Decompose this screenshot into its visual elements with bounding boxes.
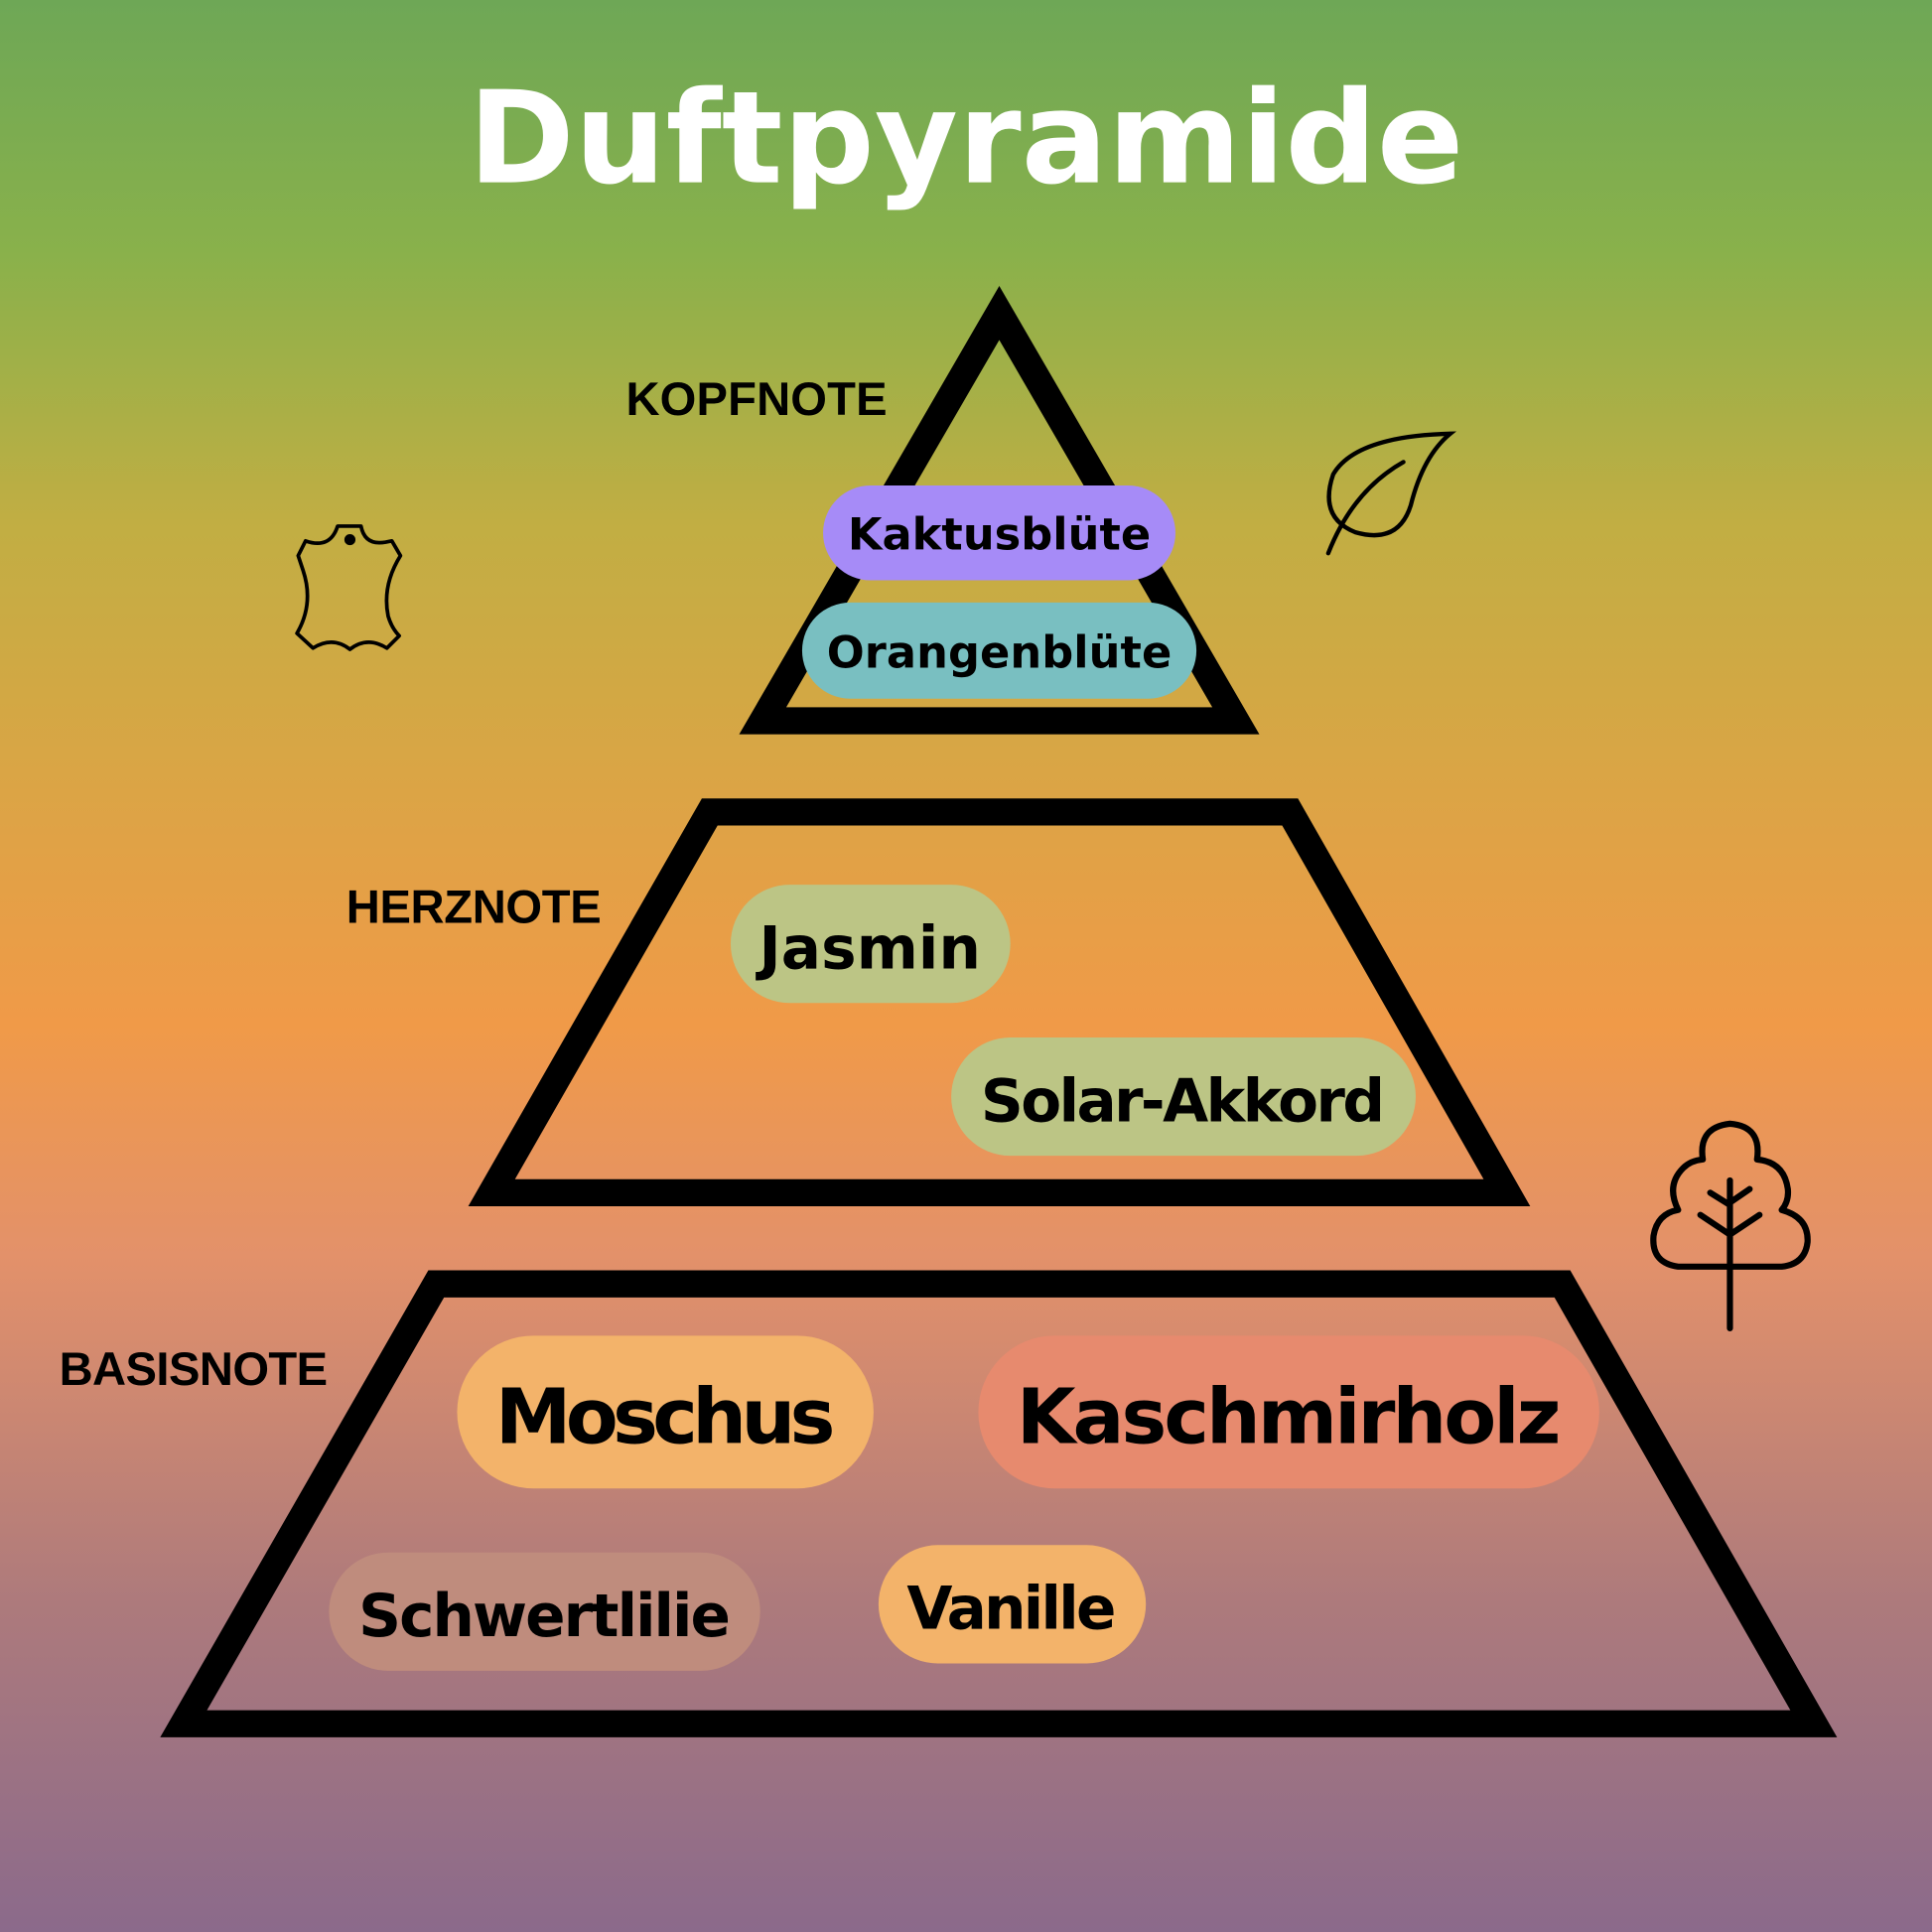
note-pill: Schwertlilie (329, 1552, 760, 1671)
note-label: Schwertlilie (358, 1583, 731, 1651)
note-label: Vanille (906, 1576, 1116, 1644)
note-pill: Jasmin (730, 885, 1011, 1004)
top-note-label: KOPFNOTE (625, 372, 887, 425)
leather-icon (295, 524, 403, 651)
tree-icon (1650, 1120, 1811, 1331)
note-label: Kaschmirholz (1017, 1373, 1562, 1461)
note-label: Kaktusblüte (848, 509, 1151, 561)
note-pill: Vanille (878, 1545, 1147, 1664)
middle-tier-outline (468, 798, 1531, 1207)
page-title: Duftpyramide (469, 65, 1464, 213)
note-pill: Kaktusblüte (823, 484, 1175, 581)
note-label: Moschus (495, 1373, 836, 1461)
note-pill: Solar-Akkord (951, 1036, 1416, 1157)
base-tier-outline (160, 1270, 1838, 1737)
note-pill: Orangenblüte (801, 602, 1197, 699)
note-pill: Kaschmirholz (978, 1335, 1599, 1489)
note-label: Orangenblüte (827, 627, 1173, 679)
note-pill: Moschus (457, 1335, 874, 1489)
note-label: Solar-Akkord (981, 1067, 1385, 1136)
heart-note-label: HERZNOTE (346, 881, 602, 933)
leaf-icon (1325, 431, 1457, 556)
note-label: Jasmin (756, 914, 981, 983)
base-note-label: BASISNOTE (60, 1342, 329, 1395)
